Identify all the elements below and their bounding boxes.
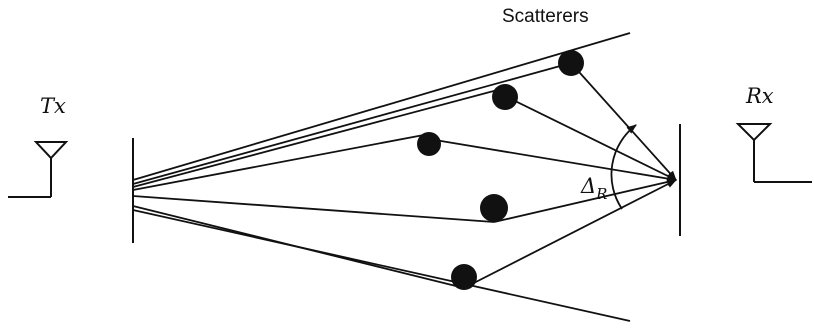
angular-spread-arc	[610, 124, 637, 210]
scatterer-1	[558, 50, 584, 76]
delta-r-label: ΔR	[580, 174, 607, 203]
arrow-from-scatterer-4	[493, 178, 677, 223]
arrow-from-scatterer-3	[434, 139, 677, 183]
scatterer-2	[492, 84, 518, 110]
scatterer-5	[451, 264, 477, 290]
rx-label: Rx	[745, 84, 774, 108]
scatterer-3	[417, 132, 441, 156]
delta-subscript: R	[595, 185, 607, 203]
tx-antenna-icon	[8, 141, 69, 198]
ray-to-scatterer-5	[132, 205, 465, 289]
arrow-from-scatterer-5	[463, 179, 677, 289]
outgoing-rays	[132, 62, 572, 289]
arrow-from-scatterer-1	[570, 62, 677, 181]
ray-to-scatterer-1	[132, 62, 572, 185]
ray-to-scatterer-2	[132, 87, 506, 188]
cone-upper-boundary	[132, 32, 631, 181]
scatterers	[417, 50, 584, 290]
incoming-rays	[434, 62, 677, 289]
scatterers-label: Scatterers	[502, 6, 589, 27]
tx-label: Tx	[40, 94, 66, 118]
ray-to-scatterer-3	[132, 133, 430, 191]
delta-symbol: Δ	[580, 174, 596, 198]
scatterer-4	[480, 194, 508, 222]
cone-lower-boundary	[132, 209, 631, 322]
rx-antenna-icon	[735, 123, 812, 183]
arrow-from-scatterer-2	[504, 95, 677, 181]
ray-to-scatterer-4	[132, 195, 495, 223]
